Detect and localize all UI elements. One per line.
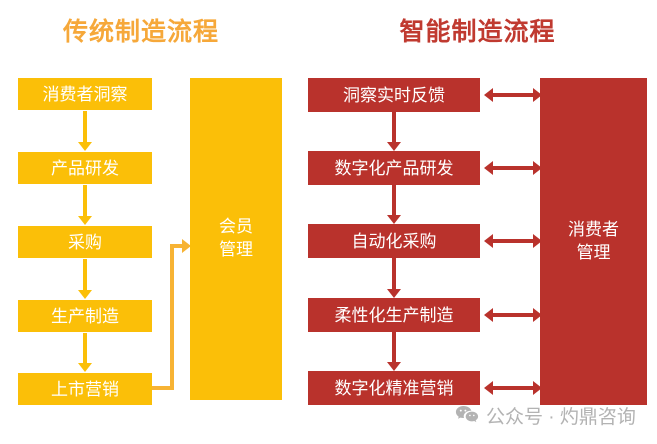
- left-step-5-label: 上市营销: [51, 379, 119, 399]
- right-step-3-label: 自动化采购: [351, 231, 437, 251]
- right-step-1-label: 洞察实时反馈: [343, 85, 445, 105]
- right-step-5[interactable]: 数字化精准营销: [308, 371, 480, 405]
- left-panel-member-management[interactable]: 会员 管理: [190, 78, 282, 400]
- right-panel-line-2: 管理: [576, 242, 611, 262]
- right-link-arrow-3: [484, 234, 542, 248]
- right-step-4-label: 柔性化生产制造: [334, 305, 454, 325]
- right-step-4[interactable]: 柔性化生产制造: [308, 298, 480, 332]
- right-link-arrow-2: [484, 161, 542, 175]
- left-elbow-connector: [152, 235, 194, 390]
- right-panel-line-1: 消费者: [568, 219, 619, 239]
- left-step-2-label: 产品研发: [51, 158, 119, 178]
- right-link-arrow-5: [484, 381, 542, 395]
- left-step-3[interactable]: 采购: [18, 226, 152, 258]
- left-arrow-1-2: [78, 111, 92, 151]
- left-step-2[interactable]: 产品研发: [18, 152, 152, 184]
- left-panel-text: 会员 管理: [219, 216, 253, 262]
- left-step-1-label: 消费者洞察: [42, 84, 128, 104]
- left-step-5[interactable]: 上市营销: [18, 373, 152, 405]
- right-link-arrow-4: [484, 308, 542, 322]
- right-arrow-3-4: [387, 258, 401, 298]
- right-step-2-label: 数字化产品研发: [334, 158, 454, 178]
- left-arrow-3-4: [78, 259, 92, 299]
- left-step-4[interactable]: 生产制造: [18, 300, 152, 332]
- right-step-2[interactable]: 数字化产品研发: [308, 151, 480, 185]
- right-arrow-4-5: [387, 332, 401, 371]
- right-arrow-1-2: [387, 112, 401, 151]
- left-step-1[interactable]: 消费者洞察: [18, 78, 152, 110]
- right-step-1[interactable]: 洞察实时反馈: [308, 78, 480, 112]
- right-panel-consumer-management[interactable]: 消费者 管理: [540, 78, 647, 405]
- right-arrow-2-3: [387, 185, 401, 224]
- right-step-5-label: 数字化精准营销: [334, 378, 454, 398]
- watermark-text: 公众号 · 灼鼎咨询: [486, 406, 636, 428]
- watermark: 公众号 · 灼鼎咨询: [455, 405, 636, 429]
- left-panel-line-1: 会员: [219, 217, 253, 237]
- right-flow-title: 智能制造流程: [399, 18, 556, 46]
- left-step-4-label: 生产制造: [51, 306, 119, 326]
- left-flow-title: 传统制造流程: [62, 18, 219, 46]
- right-link-arrow-1: [484, 88, 542, 102]
- right-panel-text: 消费者 管理: [568, 219, 619, 265]
- wechat-icon: [455, 405, 479, 429]
- left-arrow-2-3: [78, 185, 92, 225]
- left-step-3-label: 采购: [68, 232, 102, 252]
- right-step-3[interactable]: 自动化采购: [308, 224, 480, 258]
- left-arrow-4-5: [78, 333, 92, 372]
- left-panel-line-2: 管理: [219, 240, 253, 259]
